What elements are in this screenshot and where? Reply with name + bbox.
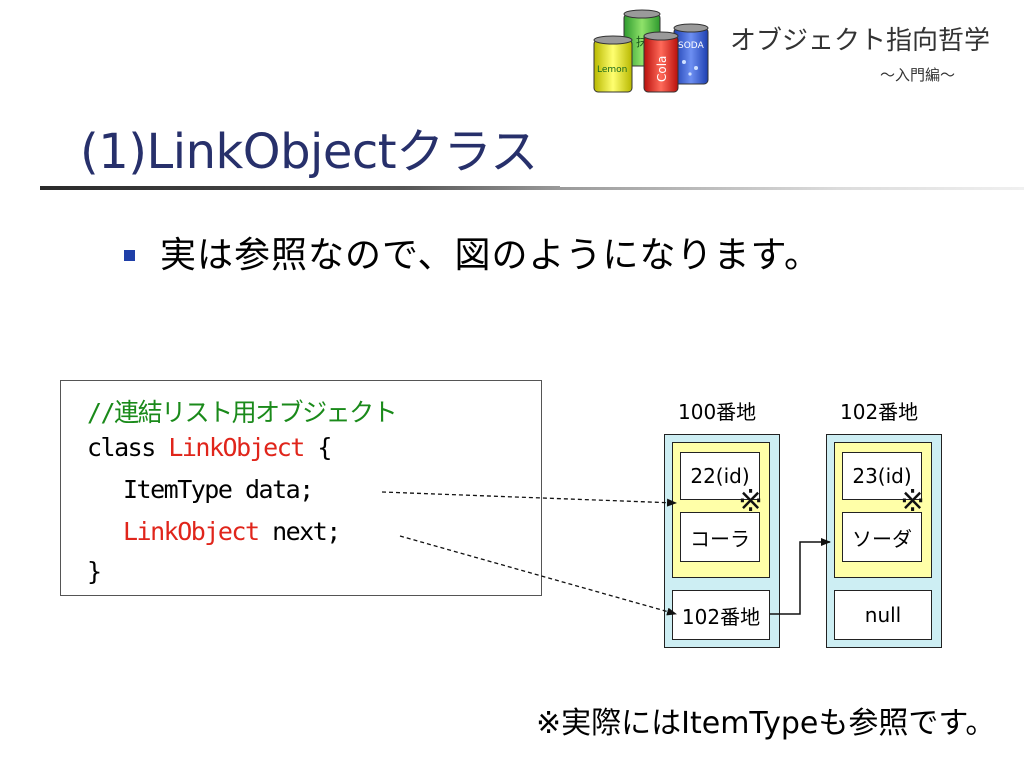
logo-label-lemon: Lemon bbox=[597, 65, 627, 75]
logo-label-cola: Cola bbox=[655, 56, 669, 82]
code-field-data: ItemType data; bbox=[123, 475, 314, 504]
object-address-label: 100番地 bbox=[678, 400, 757, 424]
next-reference-cell: 102番地 bbox=[672, 590, 770, 640]
item-name-cell: コーラ bbox=[680, 512, 760, 562]
code-brace-close: } bbox=[87, 557, 102, 586]
reference-note-mark: ※ bbox=[900, 484, 926, 519]
code-field-next-rest: next; bbox=[258, 517, 341, 546]
code-comment: //連結リスト用オブジェクト bbox=[87, 398, 398, 427]
item-name-cell: ソーダ bbox=[842, 512, 922, 562]
next-link-arrow bbox=[770, 538, 831, 615]
code-class-keyword: class bbox=[87, 433, 169, 462]
item-id-cell: 22(id) bbox=[680, 452, 760, 500]
code-field-next-type: LinkObject bbox=[123, 517, 260, 546]
code-class-line: class LinkObject { bbox=[87, 433, 332, 462]
reference-note-mark: ※ bbox=[738, 484, 764, 519]
footnote: ※実際にはItemTypeも参照です。 bbox=[536, 706, 996, 741]
logo-label-soda: SODA bbox=[678, 41, 705, 51]
code-brace-open: { bbox=[303, 433, 332, 462]
next-field-pointer-arrow bbox=[399, 535, 677, 616]
soda-cans-logo: 抹茶 SODA Lemon Cola bbox=[593, 9, 709, 93]
slide-title: (1)LinkObjectクラス bbox=[80, 124, 538, 180]
bullet-square-icon bbox=[124, 250, 135, 261]
code-box: //連結リスト用オブジェクト class LinkObject { ItemTy… bbox=[60, 380, 542, 596]
code-field-next: LinkObject next; bbox=[123, 517, 341, 546]
object-address-label: 102番地 bbox=[840, 400, 919, 424]
data-field-pointer-arrow bbox=[381, 491, 677, 507]
series-subtitle: ～入門編～ bbox=[880, 66, 956, 84]
title-underline bbox=[40, 186, 1024, 192]
item-id-cell: 23(id) bbox=[842, 452, 922, 500]
series-title: オブジェクト指向哲学 bbox=[730, 26, 991, 56]
bullet-text: 実は参照なので、図のようになります。 bbox=[160, 235, 821, 276]
next-reference-cell: null bbox=[834, 590, 932, 640]
code-class-name: LinkObject bbox=[168, 433, 305, 462]
